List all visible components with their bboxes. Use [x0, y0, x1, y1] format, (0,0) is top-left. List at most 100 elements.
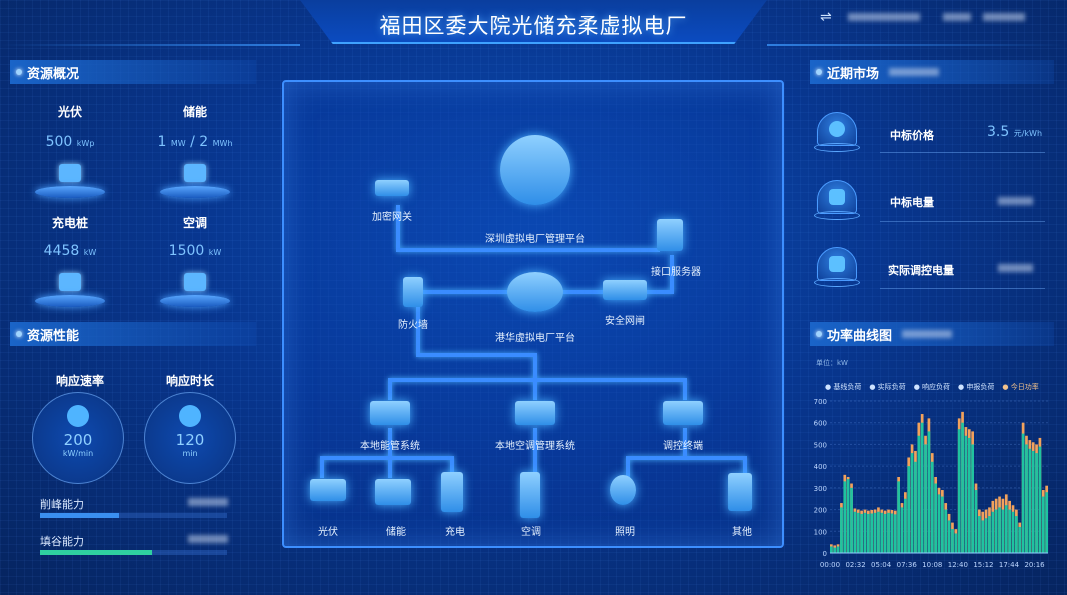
- target-icon: [812, 112, 862, 162]
- actual-load-bar: [897, 481, 900, 553]
- actual-load-bar: [947, 520, 951, 553]
- actual-load-bar: [904, 498, 907, 553]
- actual-load-bar: [964, 435, 968, 553]
- actual-load-bar: [856, 512, 860, 553]
- x-tick-label: 05:04: [871, 561, 892, 569]
- security-gate-icon[interactable]: [603, 280, 647, 300]
- overview-item-pv: 光伏 500 kWp: [30, 103, 110, 198]
- actual-load-bar: [1008, 509, 1011, 553]
- item-unit: MW: [170, 139, 186, 148]
- actual-load-bar: [971, 444, 974, 553]
- panel-title: 功率曲线图: [827, 328, 893, 344]
- clock-icon: [179, 405, 201, 427]
- actual-load-bar: [877, 511, 880, 553]
- gauge-unit: kW/min: [62, 449, 94, 458]
- light-bulb-icon[interactable]: [610, 475, 636, 505]
- node-label: 充电: [445, 527, 465, 538]
- air-conditioner-icon[interactable]: [520, 472, 540, 518]
- battery-icon: [184, 164, 206, 182]
- battery-icon[interactable]: [375, 479, 411, 505]
- device-icon[interactable]: [728, 473, 752, 511]
- node-label: 储能: [386, 527, 406, 538]
- redacted-text: [902, 330, 953, 338]
- firewall-icon[interactable]: [403, 277, 423, 307]
- legend-item[interactable]: ● 实际负荷: [869, 383, 906, 391]
- item-label: 光伏: [57, 105, 82, 119]
- separator: /: [190, 134, 195, 150]
- item-value: 1: [157, 134, 167, 150]
- panel-header-chart: 功率曲线图: [810, 322, 1054, 346]
- x-tick-label: 12:40: [948, 561, 968, 569]
- market-label: 实际调控电量: [888, 264, 954, 277]
- item-value: 1500: [168, 243, 205, 259]
- actual-load-bar: [843, 481, 847, 553]
- divider: [880, 288, 1045, 289]
- chart-legend: ● 基线负荷 ● 实际负荷 ● 响应负荷 ● 申报负荷 ● 今日功率: [825, 382, 1039, 392]
- ems-icon[interactable]: [370, 401, 410, 425]
- actual-load-bar: [840, 507, 843, 553]
- link: [396, 205, 660, 252]
- actual-load-bar: [1038, 446, 1042, 553]
- link: [320, 428, 454, 478]
- sliders-icon: [812, 247, 862, 297]
- legend-item[interactable]: ● 申报负荷: [958, 383, 995, 391]
- ac-mgmt-icon[interactable]: [515, 401, 555, 425]
- node-label: 港华虚拟电厂平台: [495, 333, 575, 344]
- actual-load-bar: [937, 494, 941, 553]
- actual-load-bar: [846, 479, 850, 553]
- y-tick-label: 200: [814, 507, 827, 515]
- legend-item[interactable]: ● 响应负荷: [913, 383, 951, 391]
- y-tick-label: 300: [814, 485, 827, 493]
- redacted-text: [188, 535, 228, 543]
- market-label: 中标电量: [890, 196, 934, 209]
- actual-load-bar: [998, 507, 1001, 553]
- unit: 元/kWh: [1013, 129, 1043, 138]
- legend-item[interactable]: ● 基线负荷: [825, 383, 862, 391]
- y-tick-label: 100: [814, 528, 827, 536]
- actual-load-bar: [860, 513, 863, 553]
- actual-load-bar: [853, 511, 857, 553]
- x-tick-label: 20:16: [1024, 561, 1045, 569]
- clipboard-icon: [812, 180, 862, 230]
- item-unit: kW: [83, 248, 97, 257]
- legend-item[interactable]: ● 今日功率: [1002, 383, 1039, 391]
- x-tick-label: 17:44: [999, 561, 1020, 569]
- overview-item-ac: 空调 1500 kW: [150, 214, 240, 307]
- actual-load-bar: [1045, 492, 1048, 553]
- gh-platform-icon[interactable]: [507, 272, 563, 312]
- actual-load-bar: [914, 461, 917, 553]
- pedestal: [160, 186, 230, 198]
- actual-load-bar: [1028, 448, 1032, 553]
- node-label: 光伏: [318, 527, 338, 538]
- node-label: 调控终端: [663, 441, 703, 452]
- item-value: 4458: [43, 243, 80, 259]
- panel-header-market: 近期市场: [810, 60, 1054, 84]
- item-unit: MWh: [212, 139, 233, 148]
- node-label: 其他: [732, 527, 752, 538]
- sz-platform-icon[interactable]: [500, 135, 570, 205]
- panel-title: 近期市场: [827, 66, 880, 82]
- actual-load-bar: [967, 437, 971, 553]
- redacted-text: [188, 498, 228, 506]
- swap-icon[interactable]: ⇌: [820, 9, 832, 25]
- actual-load-bar: [867, 513, 870, 553]
- node-label: 本地空调管理系统: [495, 441, 575, 452]
- control-terminal-icon[interactable]: [663, 401, 703, 425]
- router-icon[interactable]: [375, 180, 409, 196]
- actual-load-bar: [1041, 496, 1045, 553]
- gauge-unit: min: [182, 449, 198, 458]
- charger-icon[interactable]: [441, 472, 463, 512]
- solar-panel-icon[interactable]: [310, 479, 346, 501]
- divider: [880, 221, 1045, 222]
- actual-load-bar: [957, 429, 961, 553]
- actual-load-bar: [944, 509, 948, 553]
- actual-load-bar: [863, 512, 867, 553]
- server-icon[interactable]: [657, 219, 683, 251]
- actual-load-bar: [893, 514, 897, 553]
- x-tick-label: 02:32: [845, 561, 865, 569]
- panel-title: 资源性能: [27, 328, 80, 344]
- link: [626, 428, 747, 478]
- market-label: 中标价格: [890, 129, 934, 142]
- actual-load-bar: [830, 546, 833, 553]
